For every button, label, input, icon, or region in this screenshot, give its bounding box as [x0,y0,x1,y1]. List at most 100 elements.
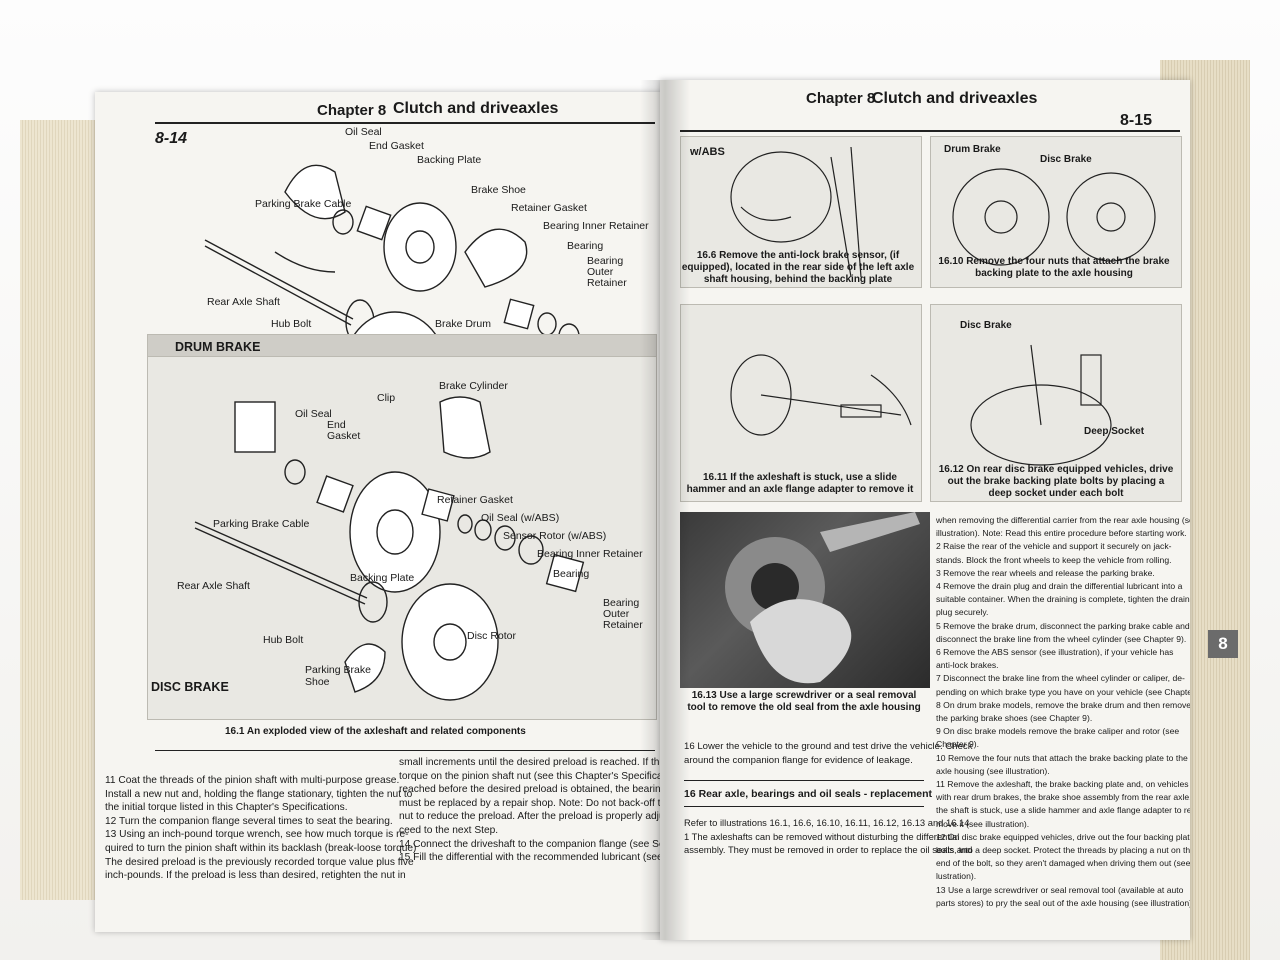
caption-rule [155,750,655,751]
text-line: with rear drum brakes, the brake shoe as… [936,792,1190,803]
label-hub-bolt-disc: Hub Bolt [263,634,304,646]
figure-16-13-caption: 16.13 Use a large screwdriver or a seal … [687,690,921,713]
label-rear-axle-shaft: Rear Axle Shaft [207,296,280,308]
label-retainer-gasket: Retainer Gasket [511,202,587,214]
label-brake-cylinder: Brake Cylinder [439,380,508,392]
drum-brake-title: DRUM BRAKE [175,340,261,354]
label-oil-seal-disc: Oil Seal [295,408,332,420]
text-line: 2 Raise the rear of the vehicle and supp… [936,541,1172,552]
chapter-label-right: Chapter 8 [806,90,876,107]
label-retainer-gasket-disc: Retainer Gasket [437,494,513,506]
slide-hammer-drawing [730,354,912,436]
section-16-text: Refer to illustrations 16.1, 16.6, 16.10… [684,816,972,857]
text-line: nut to reduce the preload. After the pre… [399,811,665,823]
text-line: Chapter 9). [936,739,979,750]
text-line: inch-pounds. If the preload is less than… [105,870,406,882]
text-line: plug securely. [936,607,989,618]
label-rear-axle-shaft-disc: Rear Axle Shaft [177,580,250,592]
label-bearing-inner-retainer: Bearing Inner Retainer [543,220,649,232]
text-line: 12 On disc brake equipped vehicles, driv… [936,831,1190,842]
text-line: 13 Using an inch-pound torque wrench, se… [105,829,409,841]
figure-16-10 [930,136,1182,288]
left-page: Chapter 8 Clutch and driveaxles 8-14 [95,92,665,932]
figure-16-11-caption: 16.11 If the axleshaft is stuck, use a s… [686,472,914,495]
text-line: Install a new nut and, holding the flang… [105,788,413,800]
figure-16-12-caption: 16.12 On rear disc brake equipped vehicl… [938,464,1174,499]
chapter-title-right: Clutch and driveaxles [872,90,1038,107]
text-line: 9 On disc brake models remove the brake … [936,726,1180,737]
text-line: the initial torque listed in this Chapte… [105,802,348,814]
text-line: 6 Remove the ABS sensor (see illustratio… [936,647,1174,658]
right-page: Chapter 8 Clutch and driveaxles 8-15 w/A… [660,80,1190,940]
text-line: torque on the pinion shaft nut (see this… [399,770,665,782]
text-line: the shaft is stuck, use a slide hammer a… [936,805,1190,816]
text-line: illustration). Note: Read this entire pr… [936,528,1187,539]
chapter-title: Clutch and driveaxles [393,100,559,117]
text-line: assembly. They must be removed in order … [684,844,973,856]
text-line: stands. Block the front wheels to keep t… [936,554,1172,565]
figure-16-1-caption: 16.1 An exploded view of the axleshaft a… [225,726,526,737]
text-line: must be replaced by a repair shop. Note:… [399,797,665,809]
page-number-right: 8-15 [1120,112,1153,129]
label-w-abs: w/ABS [690,146,725,158]
label-disc-rotor: Disc Rotor [467,630,517,642]
label-bearing-outer-retainer: Bearing Outer Retainer [587,255,627,289]
seal-removal-photo-drawing [725,512,920,684]
text-line: lustration). [936,871,977,882]
label-parking-brake-shoe: Parking Brake Shoe [305,664,371,688]
label-brake-shoe: Brake Shoe [471,184,526,196]
text-line: 11 Coat the threads of the pinion shaft … [105,775,400,786]
text-line: 13 Use a large screwdriver or seal remov… [936,884,1184,895]
chapter-tab: 8 [1208,630,1238,658]
text-line: the parking brake shoes (see Chapter 9). [936,713,1093,724]
text-line: move it (see illustration). [936,818,1030,829]
chapter-label: Chapter 8 [317,102,387,119]
text-line: 5 Remove the brake drum, disconnect the … [936,620,1190,631]
section-rule-bottom [684,806,924,807]
label-oil-seal: Oil Seal [345,126,382,138]
backing-plate-nuts-drawing [952,168,1156,266]
text-line: 4 Remove the drain plug and drain the di… [936,581,1183,592]
label-sensor-rotor: Sensor Rotor (w/ABS) [503,530,607,542]
figure-16-13-photo [680,512,930,688]
text-line: 7 Disconnect the brake line from the whe… [936,673,1185,684]
text-line: reached before the desired preload is ob… [399,784,665,796]
page-number: 8-14 [155,130,188,147]
disc-brake-title: DISC BRAKE [151,680,229,694]
text-line: 12 Turn the companion flange several tim… [105,815,393,827]
label-bearing-outer-retainer-disc: Bearing Outer Retainer [603,597,643,631]
label-oil-seal-abs: Oil Seal (w/ABS) [481,512,560,524]
disc-brake-diagram [194,396,585,701]
figure-16-10-caption: 16.10 Remove the four nuts that attach t… [938,256,1170,279]
label-brake-drum: Brake Drum [435,318,492,330]
section-rule-top [684,780,924,781]
step-16-text: 16 Lower the vehicle to the ground and t… [684,740,973,767]
header-rule [155,122,655,124]
section-16-title: 16 Rear axle, bearings and oil seals - r… [684,788,933,800]
label-bearing-inner-retainer-disc: Bearing Inner Retainer [537,548,643,560]
text-line: 14 Connect the driveshaft to the compani… [399,838,665,850]
label-disc-brake-16-12: Disc Brake [960,320,1012,331]
text-line: 11 Remove the axleshaft, the brake backi… [936,779,1189,790]
label-parking-brake-cable-disc: Parking Brake Cable [213,518,310,530]
text-line: 1 The axleshafts can be removed without … [684,830,960,842]
label-end-gasket: End Gasket [369,140,424,152]
text-line: 3 Remove the rear wheels and release the… [936,567,1155,578]
text-line: 8 On drum brake models, remove the brake… [936,699,1190,710]
abs-sensor-drawing [730,146,862,278]
text-line: anti-lock brakes. [936,660,999,671]
label-deep-socket: Deep Socket [1084,426,1145,437]
label-end-gasket-disc: End Gasket [327,419,361,442]
figure-16-6 [680,136,922,288]
text-line: 10 Remove the four nuts that attach the … [936,752,1188,763]
label-drum-brake: Drum Brake [944,144,1001,155]
text-column-right: when removing the differential carrier f… [936,514,1190,910]
label-hub-bolt: Hub Bolt [271,318,312,330]
label-bearing-disc: Bearing [553,568,590,580]
text-line: quired to turn the pinion shaft within i… [105,842,417,854]
text-line: 16 Lower the vehicle to the ground and t… [684,741,973,752]
text-line: end of the bolt, so they aren't damaged … [936,858,1190,869]
text-line: disconnect the brake line from the wheel… [936,633,1187,644]
deep-socket-drawing [970,344,1112,466]
text-line: Refer to illustrations 16.1, 16.6, 16.10… [684,817,970,828]
